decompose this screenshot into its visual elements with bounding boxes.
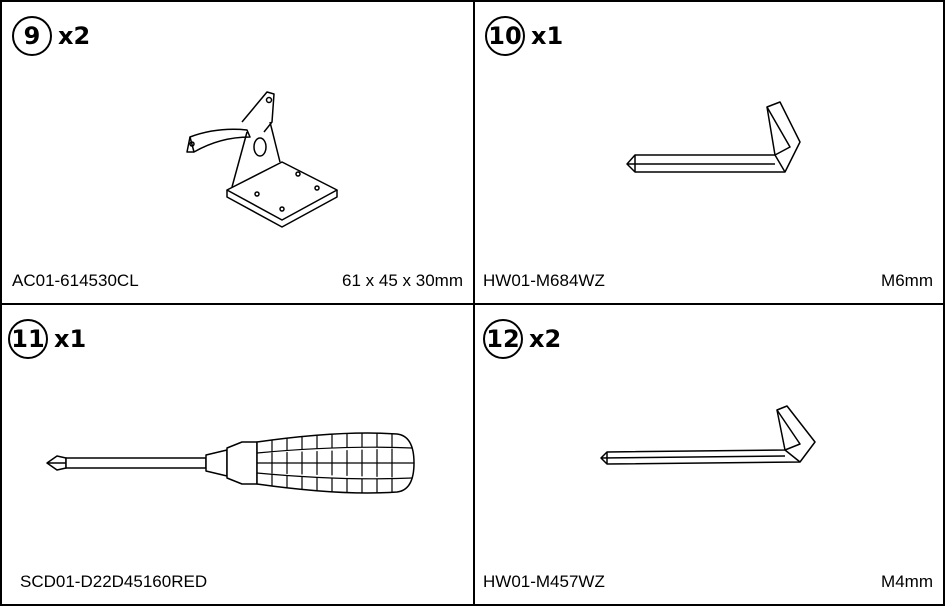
part-number: 9 xyxy=(12,16,52,56)
part-badge: 11 x1 xyxy=(8,319,86,359)
part-code: HW01-M457WZ xyxy=(483,572,605,591)
hex-key-icon xyxy=(626,101,801,173)
part-number: 10 xyxy=(485,16,525,56)
part-code: AC01-614530CL xyxy=(12,271,139,290)
part-size: M4mm xyxy=(881,572,933,591)
part-badge: 10 x1 xyxy=(485,16,563,56)
part-badge: 12 x2 xyxy=(483,319,561,359)
part-badge: 9 x2 xyxy=(12,16,90,56)
part-quantity: x2 xyxy=(529,325,562,353)
bracket-icon xyxy=(186,91,338,228)
part-card-10: 10 x1 HW01-M684WZ M6mm xyxy=(473,0,945,305)
part-size: M6mm xyxy=(881,271,933,290)
part-number: 12 xyxy=(483,319,523,359)
part-code: HW01-M684WZ xyxy=(483,271,605,290)
part-card-11: 11 x1 SCD01-D22D45160RED xyxy=(0,303,475,606)
hex-key-icon xyxy=(600,405,816,465)
screwdriver-icon xyxy=(46,432,415,494)
part-card-9: 9 x2 AC01-614530CL 61 x 45 x 30mm xyxy=(0,0,475,305)
part-code: SCD01-D22D45160RED xyxy=(20,572,208,591)
part-quantity: x1 xyxy=(531,22,564,50)
part-quantity: x2 xyxy=(58,22,91,50)
part-number: 11 xyxy=(8,319,48,359)
part-card-12: 12 x2 HW01-M457WZ M4mm xyxy=(473,303,945,606)
part-size: 61 x 45 x 30mm xyxy=(342,271,463,290)
part-quantity: x1 xyxy=(54,325,87,353)
